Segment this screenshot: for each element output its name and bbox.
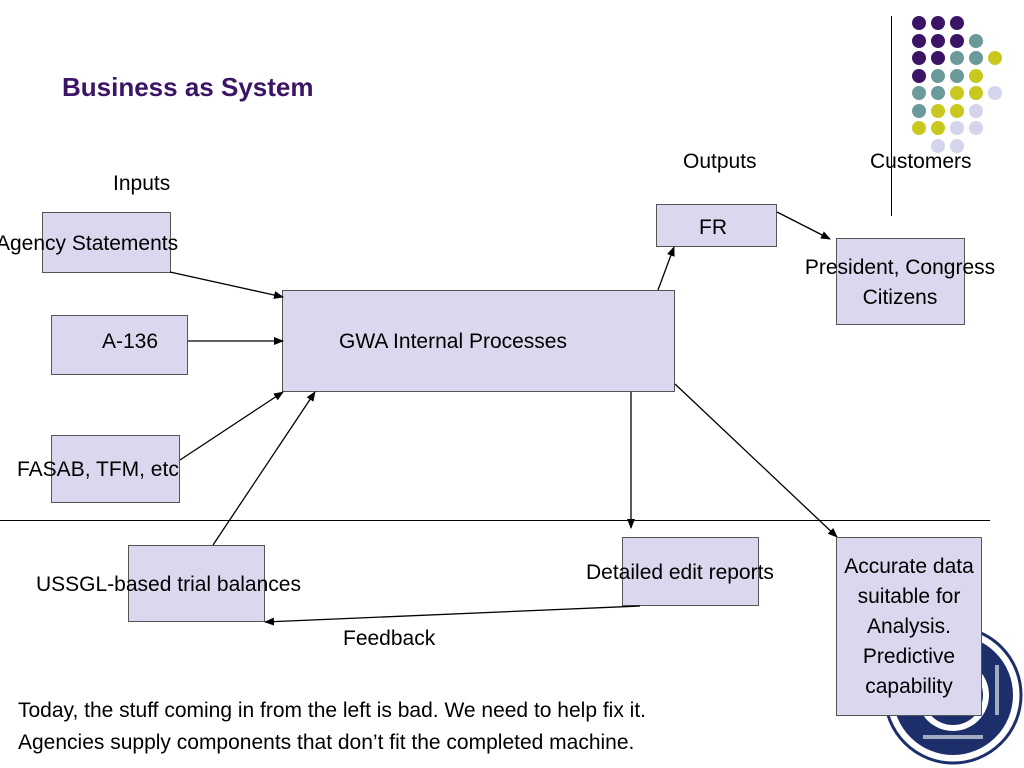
arrow-fasab-to-gwa <box>179 391 284 461</box>
decor-dot <box>950 103 964 118</box>
decor-dot <box>931 103 945 118</box>
decor-dot <box>912 121 926 135</box>
president-label: President, Congress Citizens <box>780 253 1020 313</box>
fasab-label: FASAB, TFM, etc <box>17 458 179 481</box>
decor-dot <box>912 68 926 83</box>
decor-dot <box>969 121 983 135</box>
decor-dot <box>912 33 926 48</box>
president-line-2: Citizens <box>862 286 938 309</box>
arrow-ussgl-to-gwa <box>212 391 316 546</box>
bottom-line-2: Agencies supply components that don’t fi… <box>18 731 635 754</box>
a136-box <box>51 315 188 375</box>
accurate-line-2-front: suitable for <box>857 585 961 608</box>
feedback-label: Feedback <box>343 627 436 650</box>
decor-dot <box>950 33 964 48</box>
decor-dot <box>950 138 964 153</box>
decor-dot <box>931 33 945 48</box>
decor-dot <box>988 51 1002 65</box>
arrow-fr-to-president <box>776 211 831 240</box>
agency-statements-label: Agency Statements <box>0 232 179 255</box>
decor-dot <box>969 86 983 100</box>
fr-label: FR <box>699 216 727 239</box>
decor-dot <box>931 16 945 30</box>
bottom-text: Today, the stuff coming in from the left… <box>18 695 646 759</box>
accurate-line-4-front: Predictive <box>862 645 956 668</box>
president-line-1: President, Congress <box>804 256 996 279</box>
outputs-label: Outputs <box>683 150 757 173</box>
ussgl-label: USSGL-based trial balances <box>36 573 301 596</box>
accurate-data-label-front: Accurate data suitable for Analysis. Pre… <box>820 552 998 702</box>
accurate-line-3-front: Analysis. <box>866 615 952 638</box>
decor-dot <box>950 16 964 30</box>
decor-dot <box>969 33 983 48</box>
customers-label: Customers <box>870 150 972 173</box>
decor-dot <box>950 121 964 135</box>
decor-dot <box>912 103 926 118</box>
decor-dot <box>950 68 964 83</box>
a136-label: A-136 <box>102 330 159 353</box>
detailed-reports-label: Detailed edit reports <box>586 561 774 584</box>
decor-dot <box>988 86 1002 100</box>
accurate-data-box-cover <box>836 537 982 716</box>
decor-dot <box>912 51 926 65</box>
fasab-box <box>51 435 180 503</box>
decor-dot <box>969 103 983 118</box>
ussgl-box <box>128 545 265 622</box>
fr-box <box>656 204 777 247</box>
accurate-line-1-front: Accurate data <box>844 555 974 578</box>
arrow-gwa-to-accurate <box>674 383 838 538</box>
decor-dot <box>912 16 926 30</box>
decor-dot <box>969 51 983 65</box>
decor-dot <box>931 51 945 65</box>
detailed-reports-box <box>622 537 759 606</box>
gwa-box <box>282 290 675 392</box>
decor-dot <box>931 138 945 153</box>
arrow-feedback <box>264 605 641 626</box>
slide-title: Business as System <box>62 72 314 102</box>
decor-dot <box>950 51 964 65</box>
dot-grid-decoration <box>908 14 1018 154</box>
decor-dot <box>950 86 964 100</box>
inputs-label: Inputs <box>113 172 171 195</box>
vertical-divider <box>891 16 892 216</box>
decor-dot <box>912 86 926 100</box>
accurate-line-5-front: capability <box>865 675 953 698</box>
arrow-agency-to-gwa <box>169 271 284 299</box>
president-box <box>836 238 965 325</box>
gwa-label: GWA Internal Processes <box>339 330 567 353</box>
decor-dot <box>969 68 983 83</box>
horizontal-divider <box>0 520 990 521</box>
arrow-gwa-to-fr <box>657 246 675 291</box>
decor-dot <box>931 68 945 83</box>
decor-dot <box>931 86 945 100</box>
bottom-line-1: Today, the stuff coming in from the left… <box>18 699 647 722</box>
agency-statements-box <box>42 212 171 273</box>
decor-dot <box>931 121 945 135</box>
